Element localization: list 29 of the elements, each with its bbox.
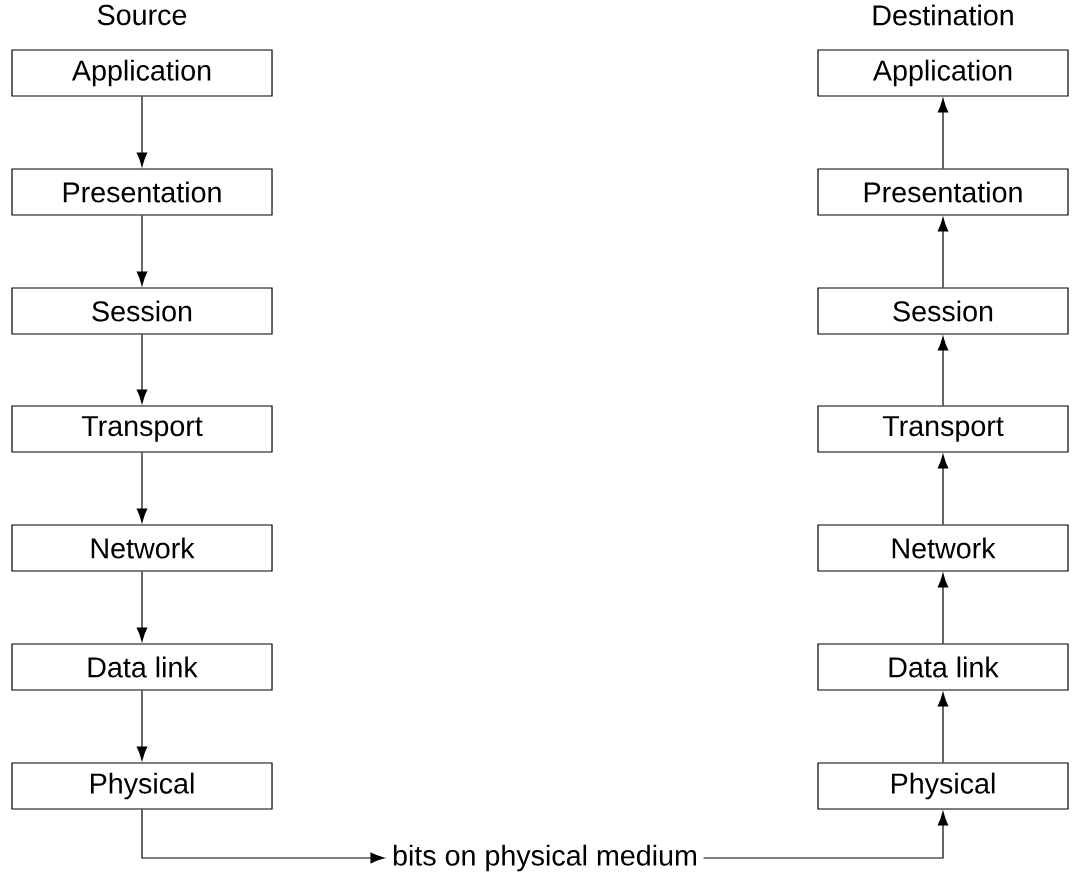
layer-box: Data link — [817, 643, 1069, 691]
arrow — [136, 690, 148, 761]
layer-box: Physical — [817, 762, 1069, 810]
arrow — [141, 809, 385, 864]
arrow — [136, 215, 148, 286]
arrow — [136, 452, 148, 523]
arrow — [937, 454, 949, 525]
layer-box: Physical — [11, 762, 273, 810]
layer-box: Network — [817, 524, 1069, 572]
arrow — [136, 96, 148, 167]
arrow — [937, 573, 949, 644]
layer-box: Application — [817, 49, 1069, 97]
layer-box: Presentation — [817, 168, 1069, 216]
arrow — [136, 571, 148, 642]
arrow — [937, 692, 949, 763]
layer-box: Data link — [11, 643, 273, 691]
layer-box: Session — [11, 287, 273, 335]
layer-box: Presentation — [11, 168, 273, 216]
layer-box: Session — [817, 287, 1069, 335]
layer-box: Application — [11, 49, 273, 97]
medium-label: bits on physical medium — [393, 844, 696, 872]
arrow — [702, 811, 949, 859]
arrow — [136, 334, 148, 404]
arrow — [937, 98, 949, 169]
arrow — [937, 336, 949, 406]
layer-box: Transport — [11, 405, 273, 453]
arrow — [937, 217, 949, 288]
layer-box: Network — [11, 524, 273, 572]
layer-box: Transport — [817, 405, 1069, 453]
